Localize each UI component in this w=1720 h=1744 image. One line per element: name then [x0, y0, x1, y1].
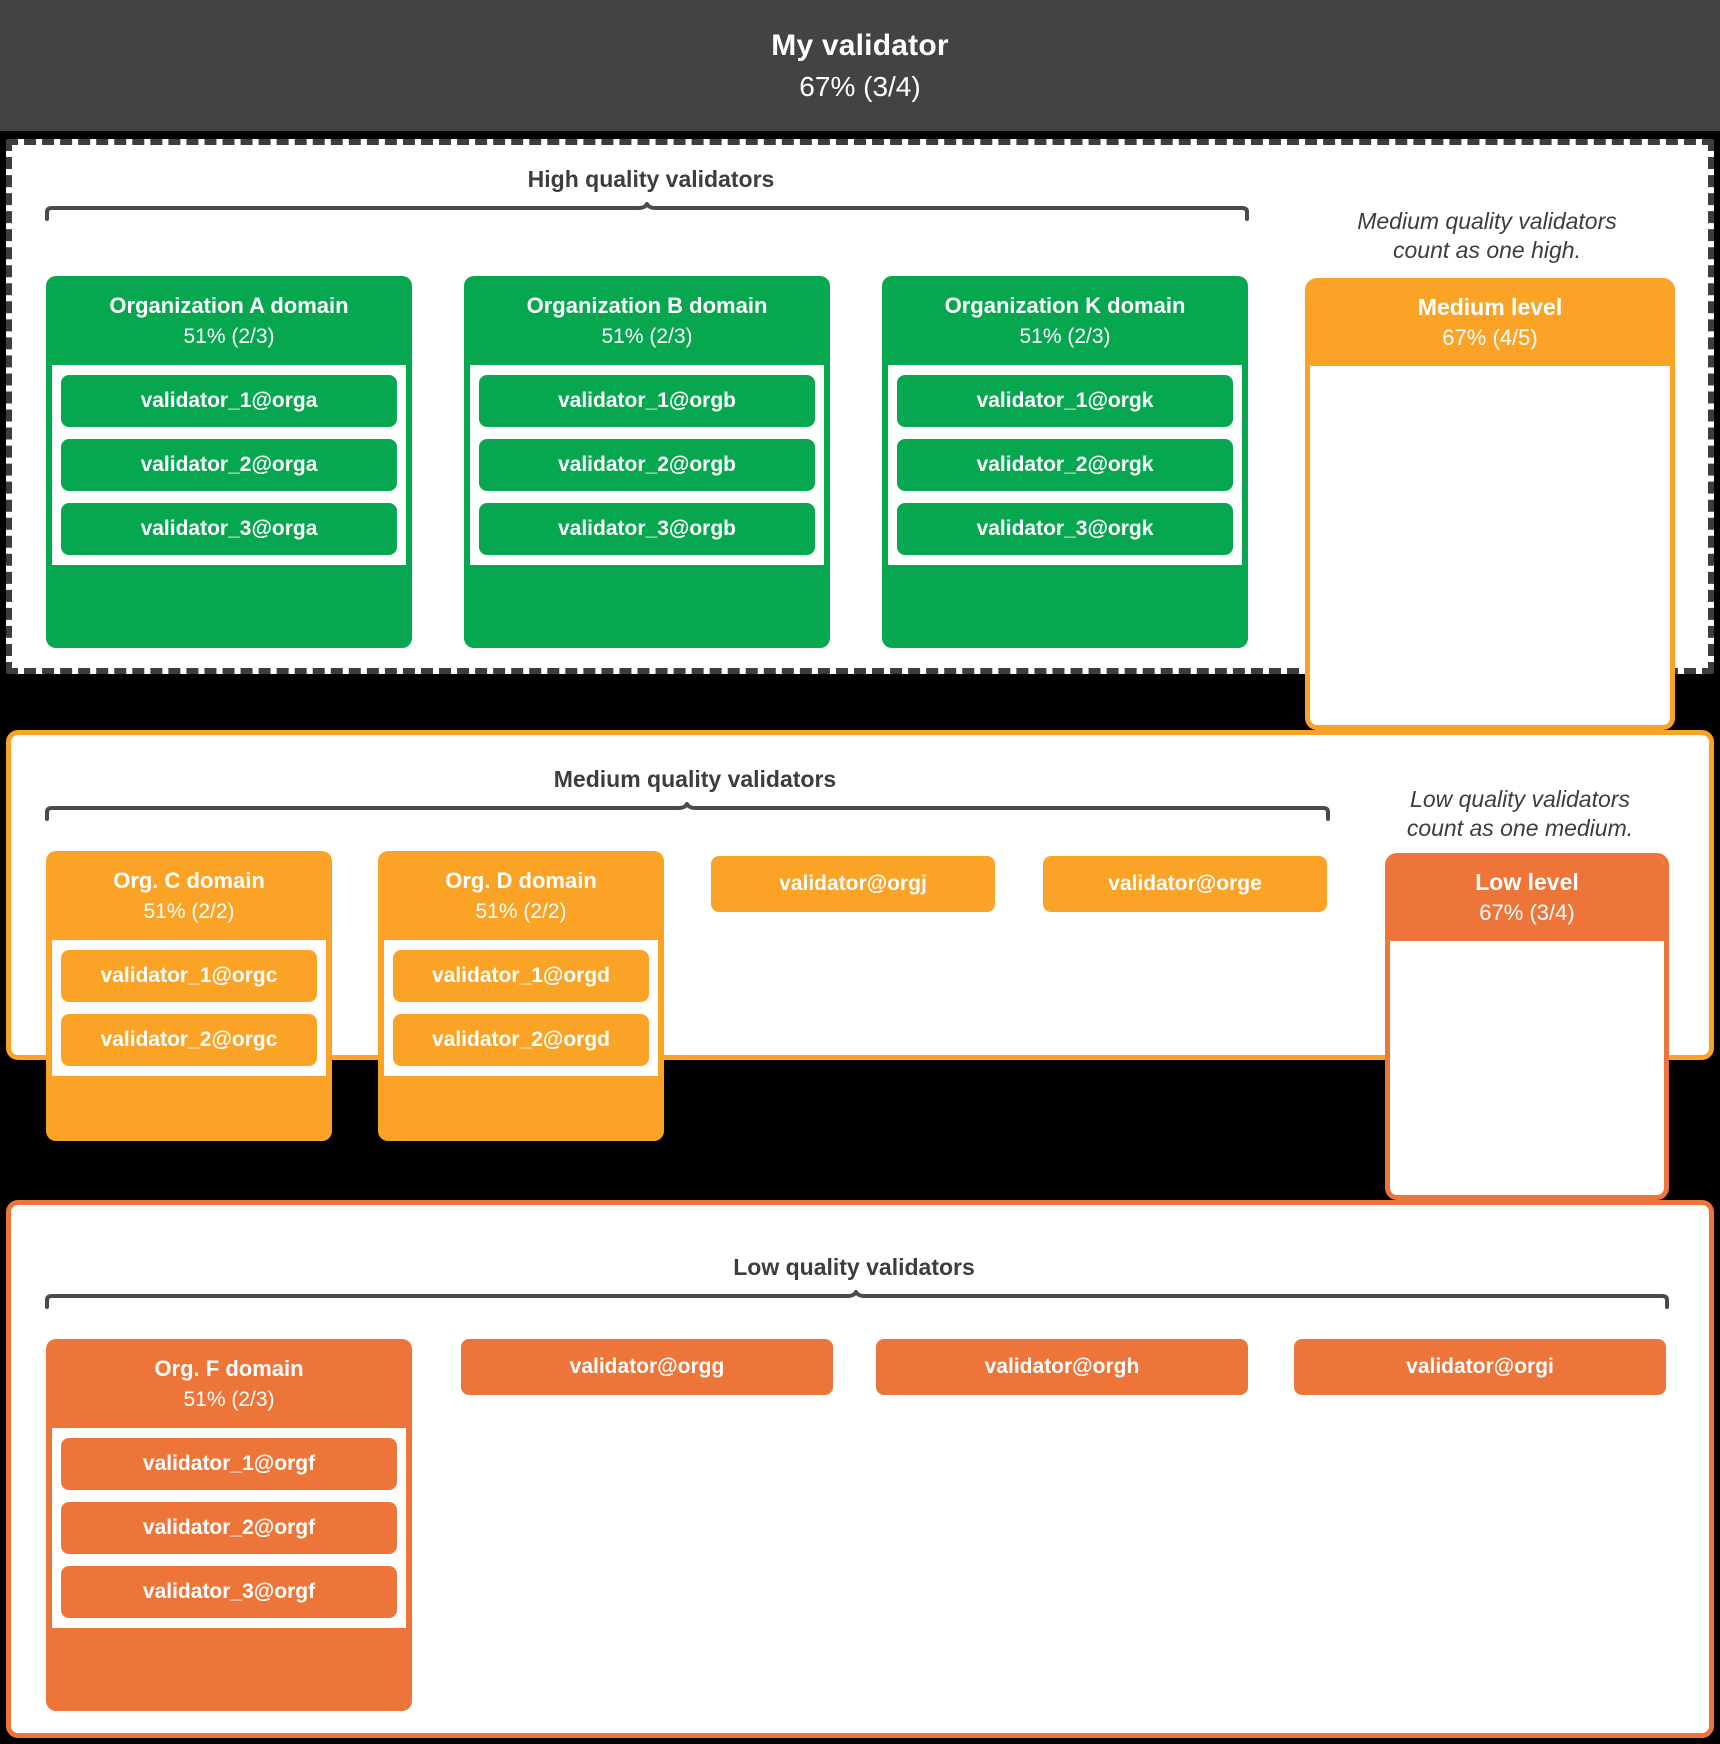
low-quality-brace	[45, 1290, 1669, 1309]
domain-percent: 51% (2/3)	[1019, 324, 1111, 348]
validator-chip[interactable]: validator_1@orgc	[61, 949, 317, 1002]
domain-name: Org. C domain	[113, 868, 265, 893]
validator-chip[interactable]: validator_2@orgb	[479, 438, 815, 491]
domain-card-org-d[interactable]: Org. D domain 51% (2/2) validator_1@orgd…	[378, 851, 664, 1141]
validator-chip[interactable]: validator_1@orgk	[897, 374, 1233, 427]
low-quality-brace-label: Low quality validators	[733, 1254, 975, 1280]
validator-chip[interactable]: validator_1@orga	[61, 374, 397, 427]
validator-chip[interactable]: validator_1@orgd	[393, 949, 649, 1002]
standalone-validator-chip[interactable]: validator@orgh	[876, 1339, 1248, 1395]
validator-chip[interactable]: validator_1@orgb	[479, 374, 815, 427]
domain-percent: 51% (2/3)	[183, 324, 275, 348]
standalone-validator-chip[interactable]: validator@orge	[1043, 856, 1327, 912]
domain-name: Organization K domain	[944, 293, 1186, 318]
my-validator-header: My validator 67% (3/4)	[0, 0, 1720, 131]
domain-header: Org. F domain 51% (2/3)	[46, 1339, 412, 1428]
medium-quality-brace	[45, 802, 1330, 821]
domain-validator-list: validator_1@orgc validator_2@orgc	[52, 939, 326, 1076]
medium-level-box[interactable]: Medium level 67% (4/5)	[1305, 278, 1675, 730]
low-counts-as-medium-note: Low quality validators count as one medi…	[1406, 786, 1634, 842]
domain-header: Org. C domain 51% (2/2)	[46, 851, 332, 940]
validator-chip[interactable]: validator_2@orgf	[61, 1501, 397, 1554]
header-percent: 67% (3/4)	[799, 70, 921, 102]
standalone-validator-chip[interactable]: validator@orgj	[711, 856, 995, 912]
domain-header: Organization B domain 51% (2/3)	[464, 276, 830, 365]
validator-chip[interactable]: validator_3@orga	[61, 502, 397, 555]
domain-validator-list: validator_1@orgk validator_2@orgk valida…	[888, 364, 1242, 565]
high-quality-brace-label: High quality validators	[527, 166, 775, 192]
domain-name: Organization A domain	[109, 293, 349, 318]
standalone-validator-chip[interactable]: validator@orgg	[461, 1339, 833, 1395]
domain-percent: 51% (2/3)	[601, 324, 693, 348]
low-level-header: Low level 67% (3/4)	[1390, 858, 1664, 941]
standalone-validator-chip[interactable]: validator@orgi	[1294, 1339, 1666, 1395]
medium-level-name: Medium level	[1417, 294, 1563, 320]
domain-validator-list: validator_1@orga validator_2@orga valida…	[52, 364, 406, 565]
medium-level-percent: 67% (4/5)	[1442, 325, 1538, 350]
domain-name: Organization B domain	[526, 293, 768, 318]
domain-card-org-c[interactable]: Org. C domain 51% (2/2) validator_1@orgc…	[46, 851, 332, 1141]
domain-name: Org. F domain	[154, 1356, 304, 1381]
domain-name: Org. D domain	[445, 868, 597, 893]
domain-card-org-f[interactable]: Org. F domain 51% (2/3) validator_1@orgf…	[46, 1339, 412, 1711]
medium-level-header: Medium level 67% (4/5)	[1310, 283, 1670, 366]
domain-percent: 51% (2/2)	[475, 899, 567, 923]
domain-percent: 51% (2/3)	[183, 1387, 275, 1411]
domain-validator-list: validator_1@orgb validator_2@orgb valida…	[470, 364, 824, 565]
validator-chip[interactable]: validator_1@orgf	[61, 1437, 397, 1490]
page-title: My validator	[771, 28, 949, 62]
domain-card-organization-a[interactable]: Organization A domain 51% (2/3) validato…	[46, 276, 412, 648]
domain-percent: 51% (2/2)	[143, 899, 235, 923]
domain-header: Organization A domain 51% (2/3)	[46, 276, 412, 365]
validator-chip[interactable]: validator_2@orgc	[61, 1013, 317, 1066]
validator-chip[interactable]: validator_2@orgk	[897, 438, 1233, 491]
domain-validator-list: validator_1@orgf validator_2@orgf valida…	[52, 1427, 406, 1628]
validator-chip[interactable]: validator_2@orga	[61, 438, 397, 491]
domain-validator-list: validator_1@orgd validator_2@orgd	[384, 939, 658, 1076]
low-level-name: Low level	[1475, 869, 1579, 895]
low-level-box[interactable]: Low level 67% (3/4)	[1385, 853, 1669, 1200]
validator-chip[interactable]: validator_3@orgk	[897, 502, 1233, 555]
validator-chip[interactable]: validator_3@orgf	[61, 1565, 397, 1618]
domain-card-organization-k[interactable]: Organization K domain 51% (2/3) validato…	[882, 276, 1248, 648]
low-level-percent: 67% (3/4)	[1479, 900, 1575, 925]
high-quality-brace	[45, 202, 1249, 221]
domain-header: Organization K domain 51% (2/3)	[882, 276, 1248, 365]
domain-card-organization-b[interactable]: Organization B domain 51% (2/3) validato…	[464, 276, 830, 648]
medium-quality-brace-label: Medium quality validators	[553, 766, 837, 792]
domain-header: Org. D domain 51% (2/2)	[378, 851, 664, 940]
validator-chip[interactable]: validator_2@orgd	[393, 1013, 649, 1066]
validator-chip[interactable]: validator_3@orgb	[479, 502, 815, 555]
medium-counts-as-high-note: Medium quality validators count as one h…	[1357, 208, 1617, 264]
